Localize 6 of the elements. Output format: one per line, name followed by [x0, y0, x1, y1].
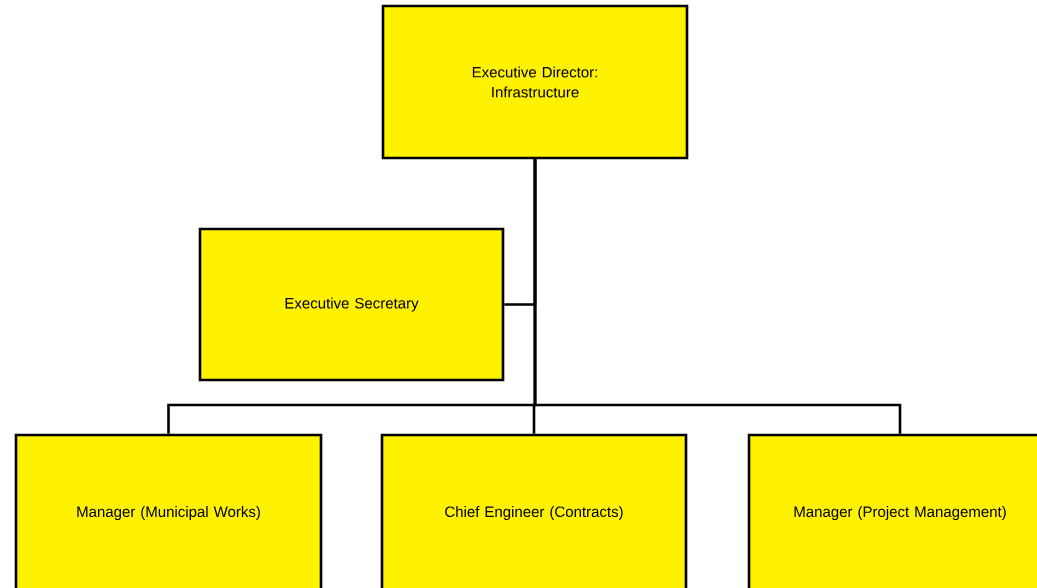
org-box: Manager (Project Management)	[747, 433, 1037, 588]
org-box: Manager (Municipal Works)	[14, 433, 323, 588]
org-box: Chief Engineer (Contracts)	[380, 433, 688, 588]
org-box: Executive Secretary	[198, 227, 505, 382]
connector-line	[533, 159, 902, 434]
org-box: Executive Director: Infrastructure	[381, 4, 689, 160]
